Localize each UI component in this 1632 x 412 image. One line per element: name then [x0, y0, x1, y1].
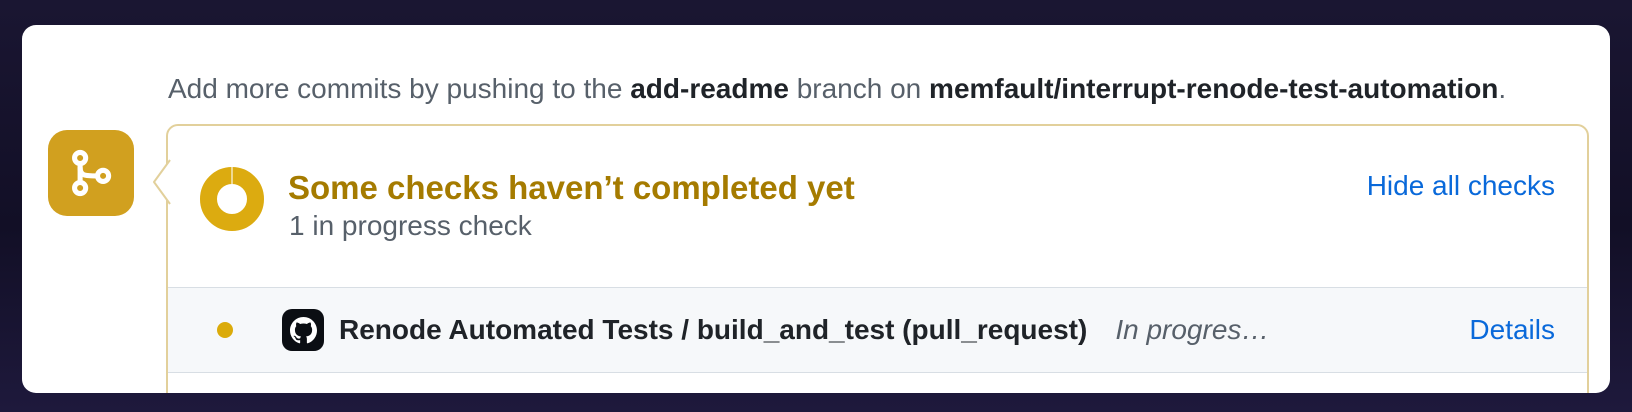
push-hint-prefix: Add more commits by pushing to the	[168, 73, 631, 104]
donut-seam	[231, 167, 233, 184]
repo-name: memfault/interrupt-renode-test-automatio…	[929, 73, 1499, 104]
check-details-link[interactable]: Details	[1469, 314, 1555, 345]
github-octocat-avatar-icon	[282, 309, 324, 351]
hide-all-checks-link[interactable]: Hide all checks	[1366, 170, 1555, 201]
check-row: Renode Automated Tests / build_and_test …	[168, 287, 1587, 373]
push-hint-suffix: .	[1498, 73, 1507, 104]
git-branch-icon	[48, 130, 134, 216]
checks-panel: Some checks haven’t completed yet 1 in p…	[153, 124, 1589, 393]
push-hint-text: Add more commits by pushing to the add-r…	[168, 72, 1506, 106]
in-progress-dot-icon	[217, 322, 233, 338]
panel-caret	[153, 159, 171, 205]
merge-status-card: Add more commits by pushing to the add-r…	[22, 25, 1610, 393]
check-status-text: In progres…	[1115, 314, 1270, 345]
checks-panel-subtitle: 1 in progress check	[289, 210, 532, 241]
checks-panel-title: Some checks haven’t completed yet	[288, 169, 855, 206]
push-hint-middle: branch on	[788, 73, 930, 104]
check-name: Renode Automated Tests / build_and_test …	[339, 314, 1088, 345]
branch-name: add-readme	[630, 73, 789, 104]
in-progress-donut-icon	[200, 167, 264, 231]
